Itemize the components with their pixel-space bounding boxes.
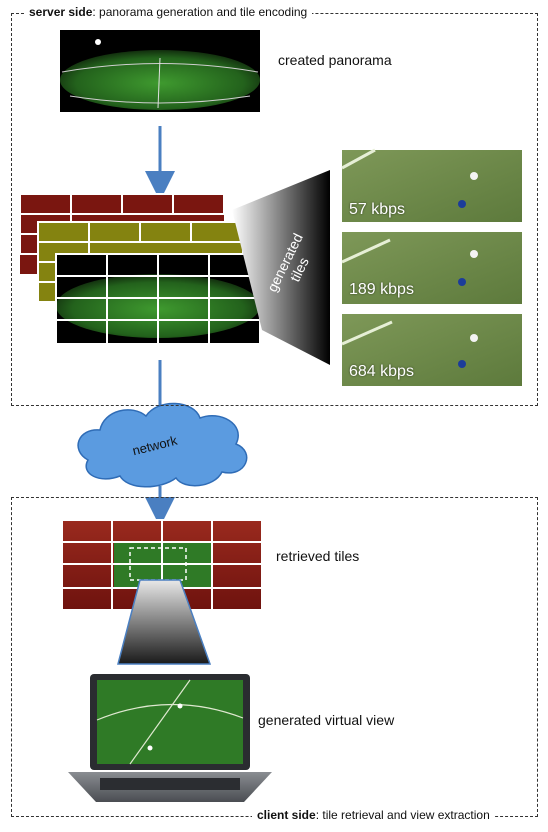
server-side-box bbox=[11, 13, 538, 406]
client-side-title-rest: : tile retrieval and view extraction bbox=[315, 808, 490, 822]
created-panorama-caption: created panorama bbox=[278, 52, 392, 68]
bitrate-label-189: 189 kbps bbox=[349, 281, 414, 298]
thumbnail-57 bbox=[341, 148, 522, 222]
laptop-icon bbox=[68, 674, 272, 802]
thumbnail-189 bbox=[341, 232, 522, 304]
tile-layer-green bbox=[55, 253, 261, 345]
bitrate-label-684: 684 kbps bbox=[349, 363, 414, 380]
retrieved-tiles-image bbox=[61, 519, 263, 611]
client-side-title: client side: tile retrieval and view ext… bbox=[252, 808, 495, 822]
virtual-view-caption: generated virtual view bbox=[258, 712, 395, 728]
client-side-title-bold: client side bbox=[257, 808, 316, 822]
thumbnail-684 bbox=[341, 314, 522, 386]
server-side-title: server side: panorama generation and til… bbox=[24, 5, 313, 19]
network-cloud-icon bbox=[77, 402, 248, 488]
bitrate-label-57: 57 kbps bbox=[349, 201, 406, 218]
client-side-box bbox=[11, 497, 538, 817]
server-side-title-rest: : panorama generation and tile encoding bbox=[92, 5, 308, 19]
retrieved-tiles-caption: retrieved tiles bbox=[276, 548, 360, 564]
server-side-title-bold: server side bbox=[29, 5, 93, 19]
created-panorama-image bbox=[60, 30, 260, 112]
generated-tiles-fan bbox=[232, 170, 330, 365]
view-extraction-funnel bbox=[117, 579, 212, 665]
